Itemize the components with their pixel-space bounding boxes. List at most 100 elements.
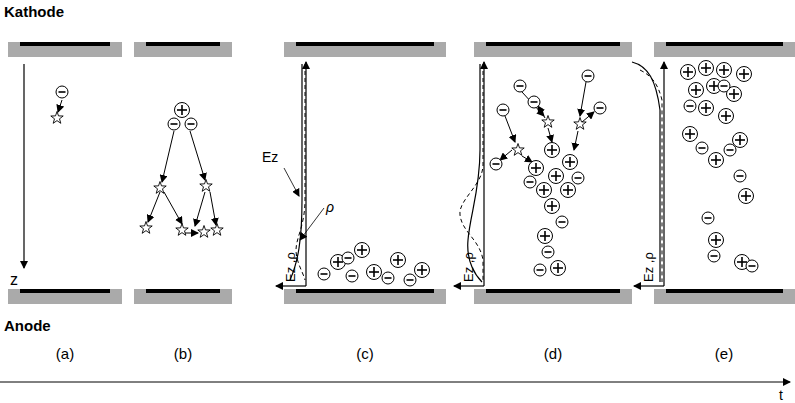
electron [524,176,536,188]
collision-star [51,112,63,124]
positive-ion [699,101,714,116]
positive-ion [391,253,406,268]
charge-sign [181,105,183,115]
path-arrow [574,131,578,150]
positive-ion [537,183,552,198]
path-arrow [522,156,532,162]
charge-sign [171,123,178,125]
anode-stripe [20,289,110,293]
charge-sign [421,265,423,275]
electron [718,80,730,92]
charge-sign [345,257,352,259]
electrodes [8,42,795,304]
panel-label: (d) [544,346,562,361]
path-arrow [210,192,216,225]
electron [556,216,568,228]
z-axis [23,64,24,268]
charge-sign [551,145,553,155]
positive-ion [355,243,370,258]
cathode-stripe [20,42,110,46]
charge-sign [737,175,744,177]
quantity-label: Ez ,ρ [284,252,297,282]
electron [702,212,714,224]
charge-sign [373,267,375,277]
charge-sign [705,217,712,219]
positive-ion [563,155,578,170]
charge-sign [733,89,735,99]
positive-ion [175,103,190,118]
path-arrow [538,106,545,118]
charge-sign [597,107,604,109]
charge-sign [557,263,559,273]
cathode-stripe [146,42,220,46]
charge-sign [407,279,414,281]
collision-star [200,180,212,192]
charge-sign [575,177,582,179]
charge-sign [687,105,694,107]
charge-sign [699,147,706,149]
positive-ion [733,133,748,148]
path-arrow [580,82,586,116]
charge-sign [585,75,592,77]
electron [582,70,594,82]
path-arrow [190,131,205,180]
anode-plate [134,289,232,304]
charge-sign [500,109,507,111]
electron [497,104,509,116]
charge-sign [687,67,689,77]
time-axis [0,382,790,383]
field-plot-e [632,62,664,286]
anode-plate [8,289,122,304]
panel-label: (a) [56,346,74,361]
positive-ion [699,61,714,76]
charge-sign [743,69,745,79]
charge-sign [543,185,545,195]
positive-ion [681,65,696,80]
anode-stripe [486,289,620,293]
anode-stripe [146,289,220,293]
collision-star [211,224,223,236]
electron [382,272,394,284]
collision-star [512,144,524,156]
cathode-plate [134,42,232,57]
electron [490,158,502,170]
charge-sign [727,149,734,151]
electron [542,246,554,258]
charge-sign [535,163,537,173]
quantity-label: Ez ,ρ [642,252,655,282]
particles [51,61,758,287]
electrode-name: Kathode [4,4,64,19]
charge-sign [721,85,728,87]
charge-sign [705,103,707,113]
charge-sign [741,257,743,267]
anode-plate [284,289,446,304]
positive-ion [737,67,752,82]
anode-stripe [296,289,434,293]
positive-ion [709,153,724,168]
charge-sign [569,157,571,167]
charge-sign [555,171,557,181]
path-arrow [195,192,205,226]
positive-ion [719,109,734,124]
electrode-name: Anode [4,318,51,333]
quantity-label: z [10,272,18,288]
charge-sign [545,251,552,253]
charge-sign [531,101,538,103]
charge-sign [59,91,66,93]
electron [708,250,720,262]
path-arrow [505,116,515,142]
cathode-plate [654,42,795,57]
electron [534,264,546,276]
path-arrow [500,150,512,160]
cathode-stripe [296,42,434,46]
panel-label: (c) [356,346,374,361]
electron [684,100,696,112]
cathode-stripe [486,42,620,46]
charge-sign [361,245,363,255]
charge-sign [715,235,717,245]
electron [185,118,197,130]
positive-ion [415,263,430,278]
anode-plate [654,289,795,304]
electron [746,260,758,272]
positive-ion [561,183,576,198]
